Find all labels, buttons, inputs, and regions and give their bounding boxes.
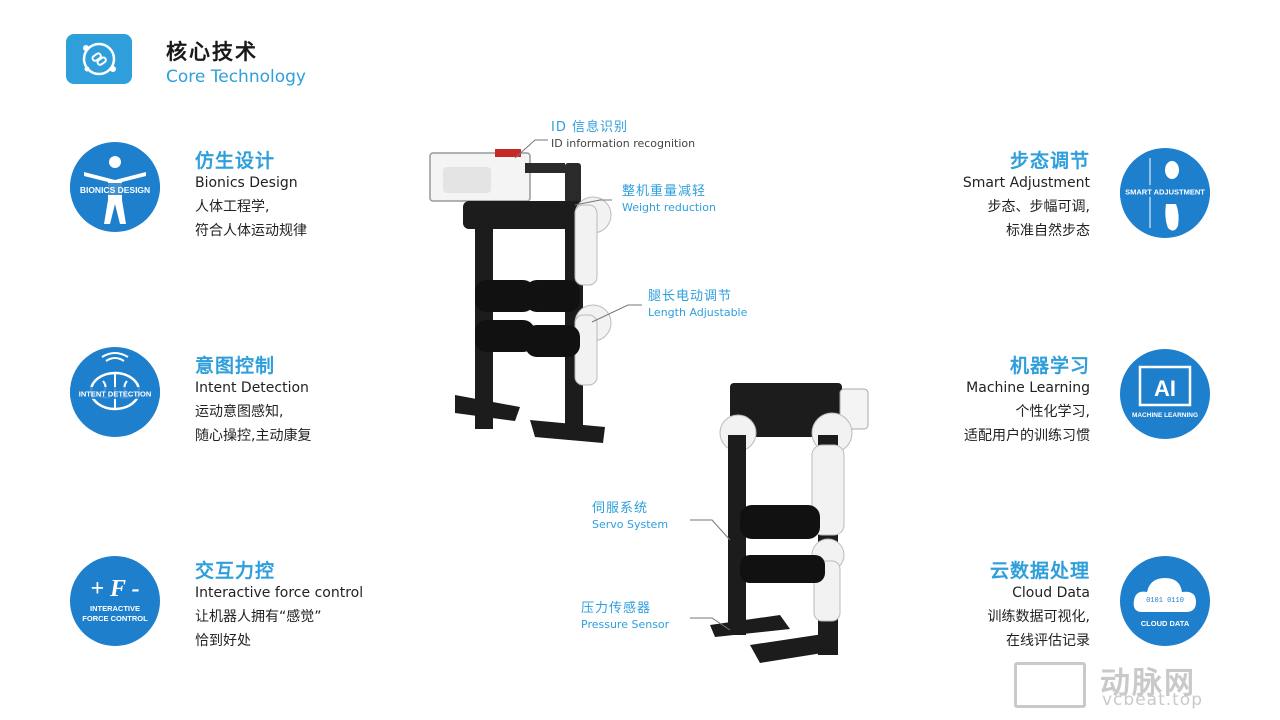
- feature-bionics-design: 仿生设计 Bionics Design 人体工程学, 符合人体运动规律: [195, 149, 307, 243]
- cloud-data-badge: 0101 0110 CLOUD DATA: [1120, 556, 1210, 646]
- feature-title-en: Cloud Data: [1012, 585, 1090, 601]
- svg-text:SMART ADJUSTMENT: SMART ADJUSTMENT: [1125, 188, 1205, 197]
- feature-desc-line2: 符合人体运动规律: [195, 223, 307, 239]
- feature-title-cn: 意图控制: [195, 355, 276, 377]
- feature-title-en: Smart Adjustment: [962, 175, 1090, 191]
- callout-pressure-sensor: 压力传感器 Pressure Sensor: [581, 601, 669, 633]
- callout-title-en: Pressure Sensor: [581, 618, 670, 631]
- ai-chip-icon: AI MACHINE LEARNING: [1132, 365, 1198, 419]
- feature-desc-line1: 运动意图感知,: [195, 404, 284, 420]
- watermark-brand: 动脉网: [1100, 666, 1196, 701]
- feature-cloud-data: 云数据处理 Cloud Data 训练数据可视化, 在线评估记录: [988, 559, 1090, 653]
- watermark-url: vcbeat.top: [1102, 690, 1204, 710]
- callout-length-adjustable: 腿长电动调节 Length Adjustable: [648, 289, 747, 321]
- feature-title-cn: 仿生设计: [195, 150, 276, 172]
- feature-title-cn: 步态调节: [1009, 150, 1090, 172]
- feature-desc-line2: 随心操控,主动康复: [195, 428, 312, 444]
- feature-title-en: Machine Learning: [966, 380, 1090, 396]
- callout-title-en: ID information recognition: [551, 137, 696, 150]
- bionics-design-badge: BIONICS DESIGN: [70, 142, 160, 232]
- brain-icon: INTENT DETECTION: [70, 352, 160, 411]
- callout-title-cn: 腿长电动调节: [648, 289, 733, 304]
- callout-title-en: Servo System: [592, 518, 669, 531]
- feature-desc-line2: 标准自然步态: [1006, 223, 1090, 239]
- force-icon: + F - INTERACTIVE FORCE CONTROL: [82, 576, 148, 623]
- feature-desc-line2: 在线评估记录: [1006, 633, 1090, 649]
- feature-title-cn: 云数据处理: [989, 560, 1090, 582]
- svg-text:FORCE CONTROL: FORCE CONTROL: [82, 614, 148, 623]
- callout-title-en: Length Adjustable: [648, 306, 748, 319]
- page-title: 核心技术: [166, 40, 258, 64]
- core-technology-logo: [66, 34, 132, 84]
- vcbeat-watermark: 动脉网 vcbeat.top: [1014, 660, 1264, 712]
- svg-text:+ F -: + F -: [90, 576, 139, 602]
- vcbeat-logo: [1014, 662, 1086, 708]
- feature-title-cn: 机器学习: [1009, 355, 1090, 377]
- human-figure-icon: BIONICS DESIGN: [70, 156, 160, 224]
- feature-title-en: Interactive force control: [195, 585, 364, 601]
- interactive-force-control-badge: + F - INTERACTIVE FORCE CONTROL: [70, 556, 160, 646]
- callout-title-cn: 伺服系统: [592, 501, 649, 516]
- feature-machine-learning: 机器学习 Machine Learning 个性化学习, 适配用户的训练习惯: [964, 354, 1090, 448]
- exoskeleton-image-front: [425, 145, 625, 445]
- feature-smart-adjustment: 步态调节 Smart Adjustment 步态、步幅可调, 标准自然步态: [963, 149, 1090, 243]
- smart-adjustment-badge: SMART ADJUSTMENT: [1120, 148, 1210, 238]
- callout-servo-system: 伺服系统 Servo System: [592, 501, 668, 533]
- feature-desc-line1: 人体工程学,: [195, 199, 270, 215]
- svg-text:CLOUD DATA: CLOUD DATA: [1141, 619, 1190, 628]
- machine-learning-badge: AI MACHINE LEARNING: [1120, 349, 1210, 439]
- page-subtitle: Core Technology: [166, 67, 306, 87]
- svg-text:BIONICS DESIGN: BIONICS DESIGN: [80, 185, 150, 195]
- callout-id-recognition: ID 信息识别 ID information recognition: [551, 120, 695, 152]
- feature-title-cn: 交互力控: [195, 560, 276, 582]
- svg-text:AI: AI: [1154, 376, 1176, 401]
- feature-desc-line2: 适配用户的训练习惯: [964, 428, 1090, 444]
- svg-text:INTENT DETECTION: INTENT DETECTION: [79, 390, 152, 399]
- exoskeleton-image-side: [700, 375, 870, 675]
- callout-title-en: Weight reduction: [622, 201, 716, 214]
- svg-text:0101 0110: 0101 0110: [1146, 597, 1184, 605]
- footprint-icon: SMART ADJUSTMENT: [1120, 158, 1210, 231]
- cloud-data-icon: 0101 0110 CLOUD DATA: [1133, 578, 1196, 628]
- feature-desc-line2: 恰到好处: [195, 633, 251, 649]
- feature-desc-line1: 步态、步幅可调,: [987, 199, 1090, 215]
- feature-desc-line1: 让机器人拥有“感觉”: [195, 609, 322, 625]
- svg-text:INTERACTIVE: INTERACTIVE: [90, 604, 140, 613]
- callout-title-cn: ID 信息识别: [551, 120, 628, 135]
- feature-desc-line1: 训练数据可视化,: [987, 609, 1090, 625]
- svg-text:MACHINE LEARNING: MACHINE LEARNING: [1132, 412, 1198, 419]
- callout-weight-reduction: 整机重量减轻 Weight reduction: [622, 184, 716, 216]
- link-network-icon: [82, 42, 116, 76]
- feature-title-en: Bionics Design: [195, 175, 298, 191]
- feature-desc-line1: 个性化学习,: [1015, 404, 1090, 420]
- feature-title-en: Intent Detection: [195, 380, 309, 396]
- callout-title-cn: 整机重量减轻: [622, 184, 707, 199]
- feature-intent-detection: 意图控制 Intent Detection 运动意图感知, 随心操控,主动康复: [195, 354, 311, 448]
- callout-title-cn: 压力传感器: [581, 601, 652, 616]
- feature-interactive-force-control: 交互力控 Interactive force control 让机器人拥有“感觉…: [195, 559, 363, 653]
- intent-detection-badge: INTENT DETECTION: [70, 347, 160, 437]
